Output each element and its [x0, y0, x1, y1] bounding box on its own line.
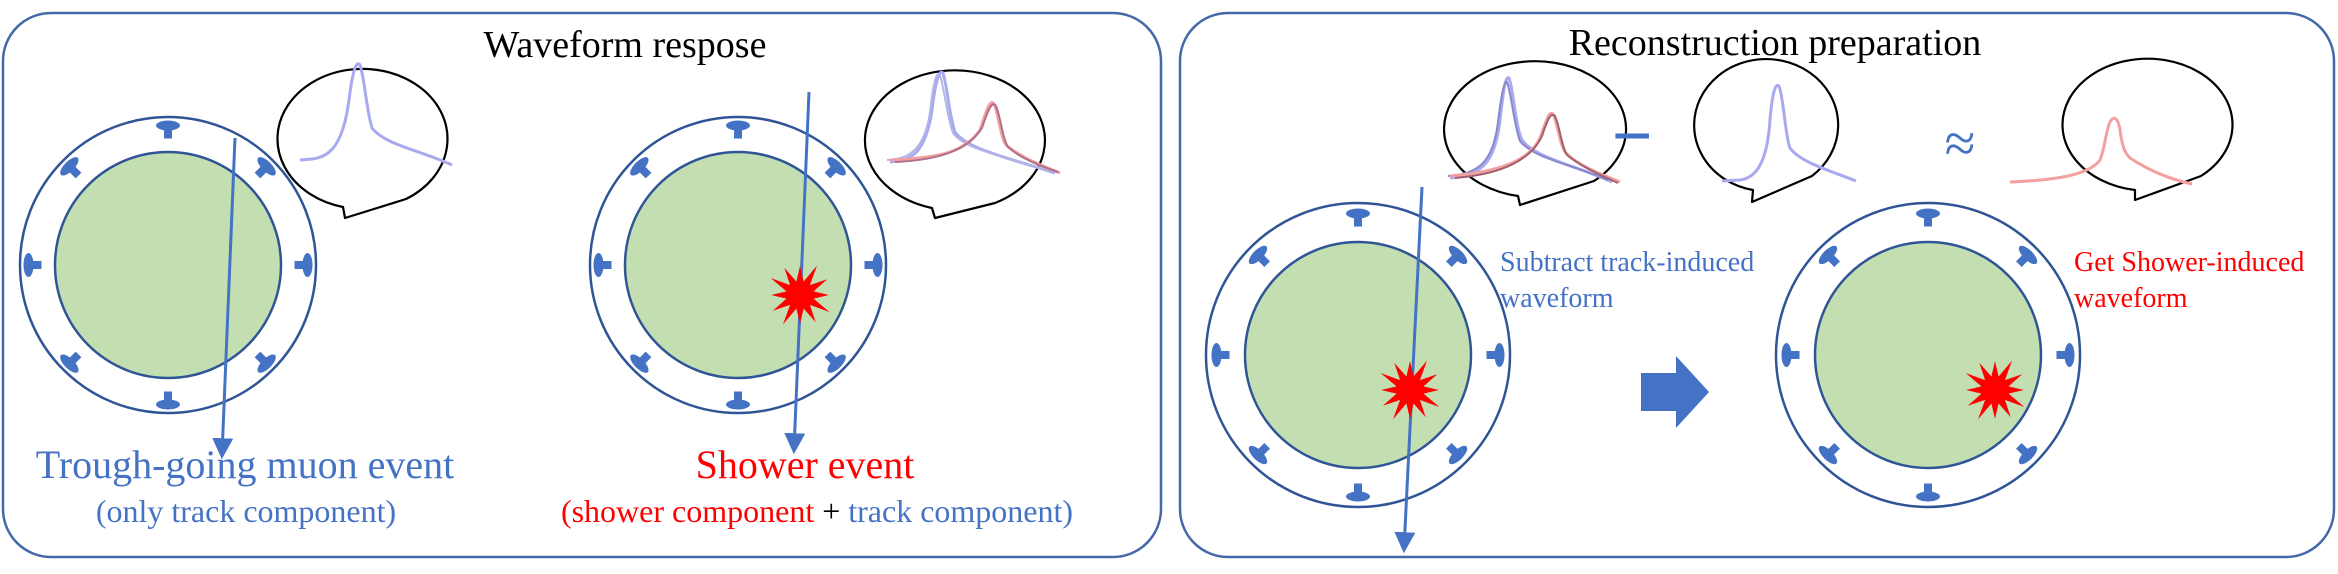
detector-inner-sphere	[1813, 240, 2043, 470]
pmt-icon	[1486, 343, 1505, 367]
approx-symbol: ≈	[1945, 113, 1976, 175]
get-note-line1: Get Shower-induced	[2074, 247, 2304, 278]
shower-component-text: (shower component	[561, 493, 814, 529]
waveform-shower-only	[2009, 116, 2193, 186]
muon-event-label: Trough-going muon event	[36, 442, 455, 487]
explosion-icon	[1965, 360, 2025, 420]
pmt-icon	[1248, 245, 1270, 267]
pmt-icon	[1818, 443, 1840, 465]
detector-shower	[588, 115, 888, 415]
right-panel-title: Reconstruction preparation	[1569, 22, 1982, 64]
subtract-note-line1: Subtract track-induced	[1500, 247, 1754, 278]
pmt-icon	[2016, 245, 2038, 267]
pmt-icon	[254, 157, 276, 179]
left-panel-title: Waveform respose	[484, 24, 767, 66]
waveform-mixed-combined	[1447, 76, 1621, 184]
muon-event-sublabel: (only track component)	[96, 493, 396, 529]
detector-subtract	[1204, 201, 1512, 509]
detector-shower-only	[1774, 201, 2082, 509]
pmt-icon	[294, 253, 313, 277]
pmt-icon	[2056, 343, 2075, 367]
speech-bubble-track	[1693, 58, 1840, 204]
right-panel	[1178, 11, 2336, 559]
pmt-icon	[1346, 208, 1370, 227]
muon-track-arrow	[784, 91, 811, 455]
speech-bubble-combined	[1442, 60, 1628, 207]
track-component-text: track component)	[848, 493, 1073, 529]
muon-track-arrow	[212, 137, 237, 460]
pmt-icon	[824, 351, 846, 373]
pmt-icon	[593, 253, 612, 277]
shower-event-label: Shower event	[696, 442, 915, 487]
speech-bubble-shower	[863, 69, 1047, 220]
pmt-icon	[824, 157, 846, 179]
pmt-icon	[156, 391, 180, 410]
detector-muon	[18, 115, 318, 415]
pmt-icon	[630, 157, 652, 179]
pmt-icon	[1446, 245, 1468, 267]
pmt-icon	[726, 391, 750, 410]
get-note-line2: waveform	[2074, 283, 2188, 314]
waveform-mixed-shower	[886, 70, 1061, 175]
pmt-icon	[254, 351, 276, 373]
pmt-icon	[60, 157, 82, 179]
pmt-icon	[156, 120, 180, 139]
plus-text: +	[814, 493, 848, 529]
detector-inner-sphere	[53, 150, 283, 380]
pmt-icon	[1916, 483, 1940, 502]
subtract-note-line2: waveform	[1500, 283, 1614, 314]
speech-bubble-muon	[276, 67, 449, 220]
explosion-icon	[1380, 360, 1440, 420]
muon-track-arrow	[1394, 186, 1424, 554]
right-arrow-icon	[1641, 356, 1709, 428]
pmt-icon	[630, 351, 652, 373]
pmt-icon	[1211, 343, 1230, 367]
minus-symbol: −	[1611, 96, 1652, 176]
explosion-icon	[770, 265, 830, 325]
left-panel	[1, 11, 1163, 559]
detector-inner-sphere	[623, 150, 853, 380]
pmt-icon	[2016, 443, 2038, 465]
pmt-icon	[864, 253, 883, 277]
pmt-icon	[1916, 208, 1940, 227]
waveform-track-muon	[299, 62, 453, 167]
pmt-icon	[1248, 443, 1270, 465]
pmt-icon	[1781, 343, 1800, 367]
pmt-icon	[1818, 245, 1840, 267]
speech-bubble-shower-only	[2061, 57, 2234, 202]
pmt-icon	[23, 253, 42, 277]
detector-inner-sphere	[1243, 240, 1473, 470]
pmt-icon	[1446, 443, 1468, 465]
shower-event-sublabel: (shower component + track component)	[561, 493, 1073, 529]
pmt-icon	[1346, 483, 1370, 502]
pmt-icon	[60, 351, 82, 373]
pmt-icon	[726, 120, 750, 139]
waveform-track-only	[1721, 83, 1857, 183]
